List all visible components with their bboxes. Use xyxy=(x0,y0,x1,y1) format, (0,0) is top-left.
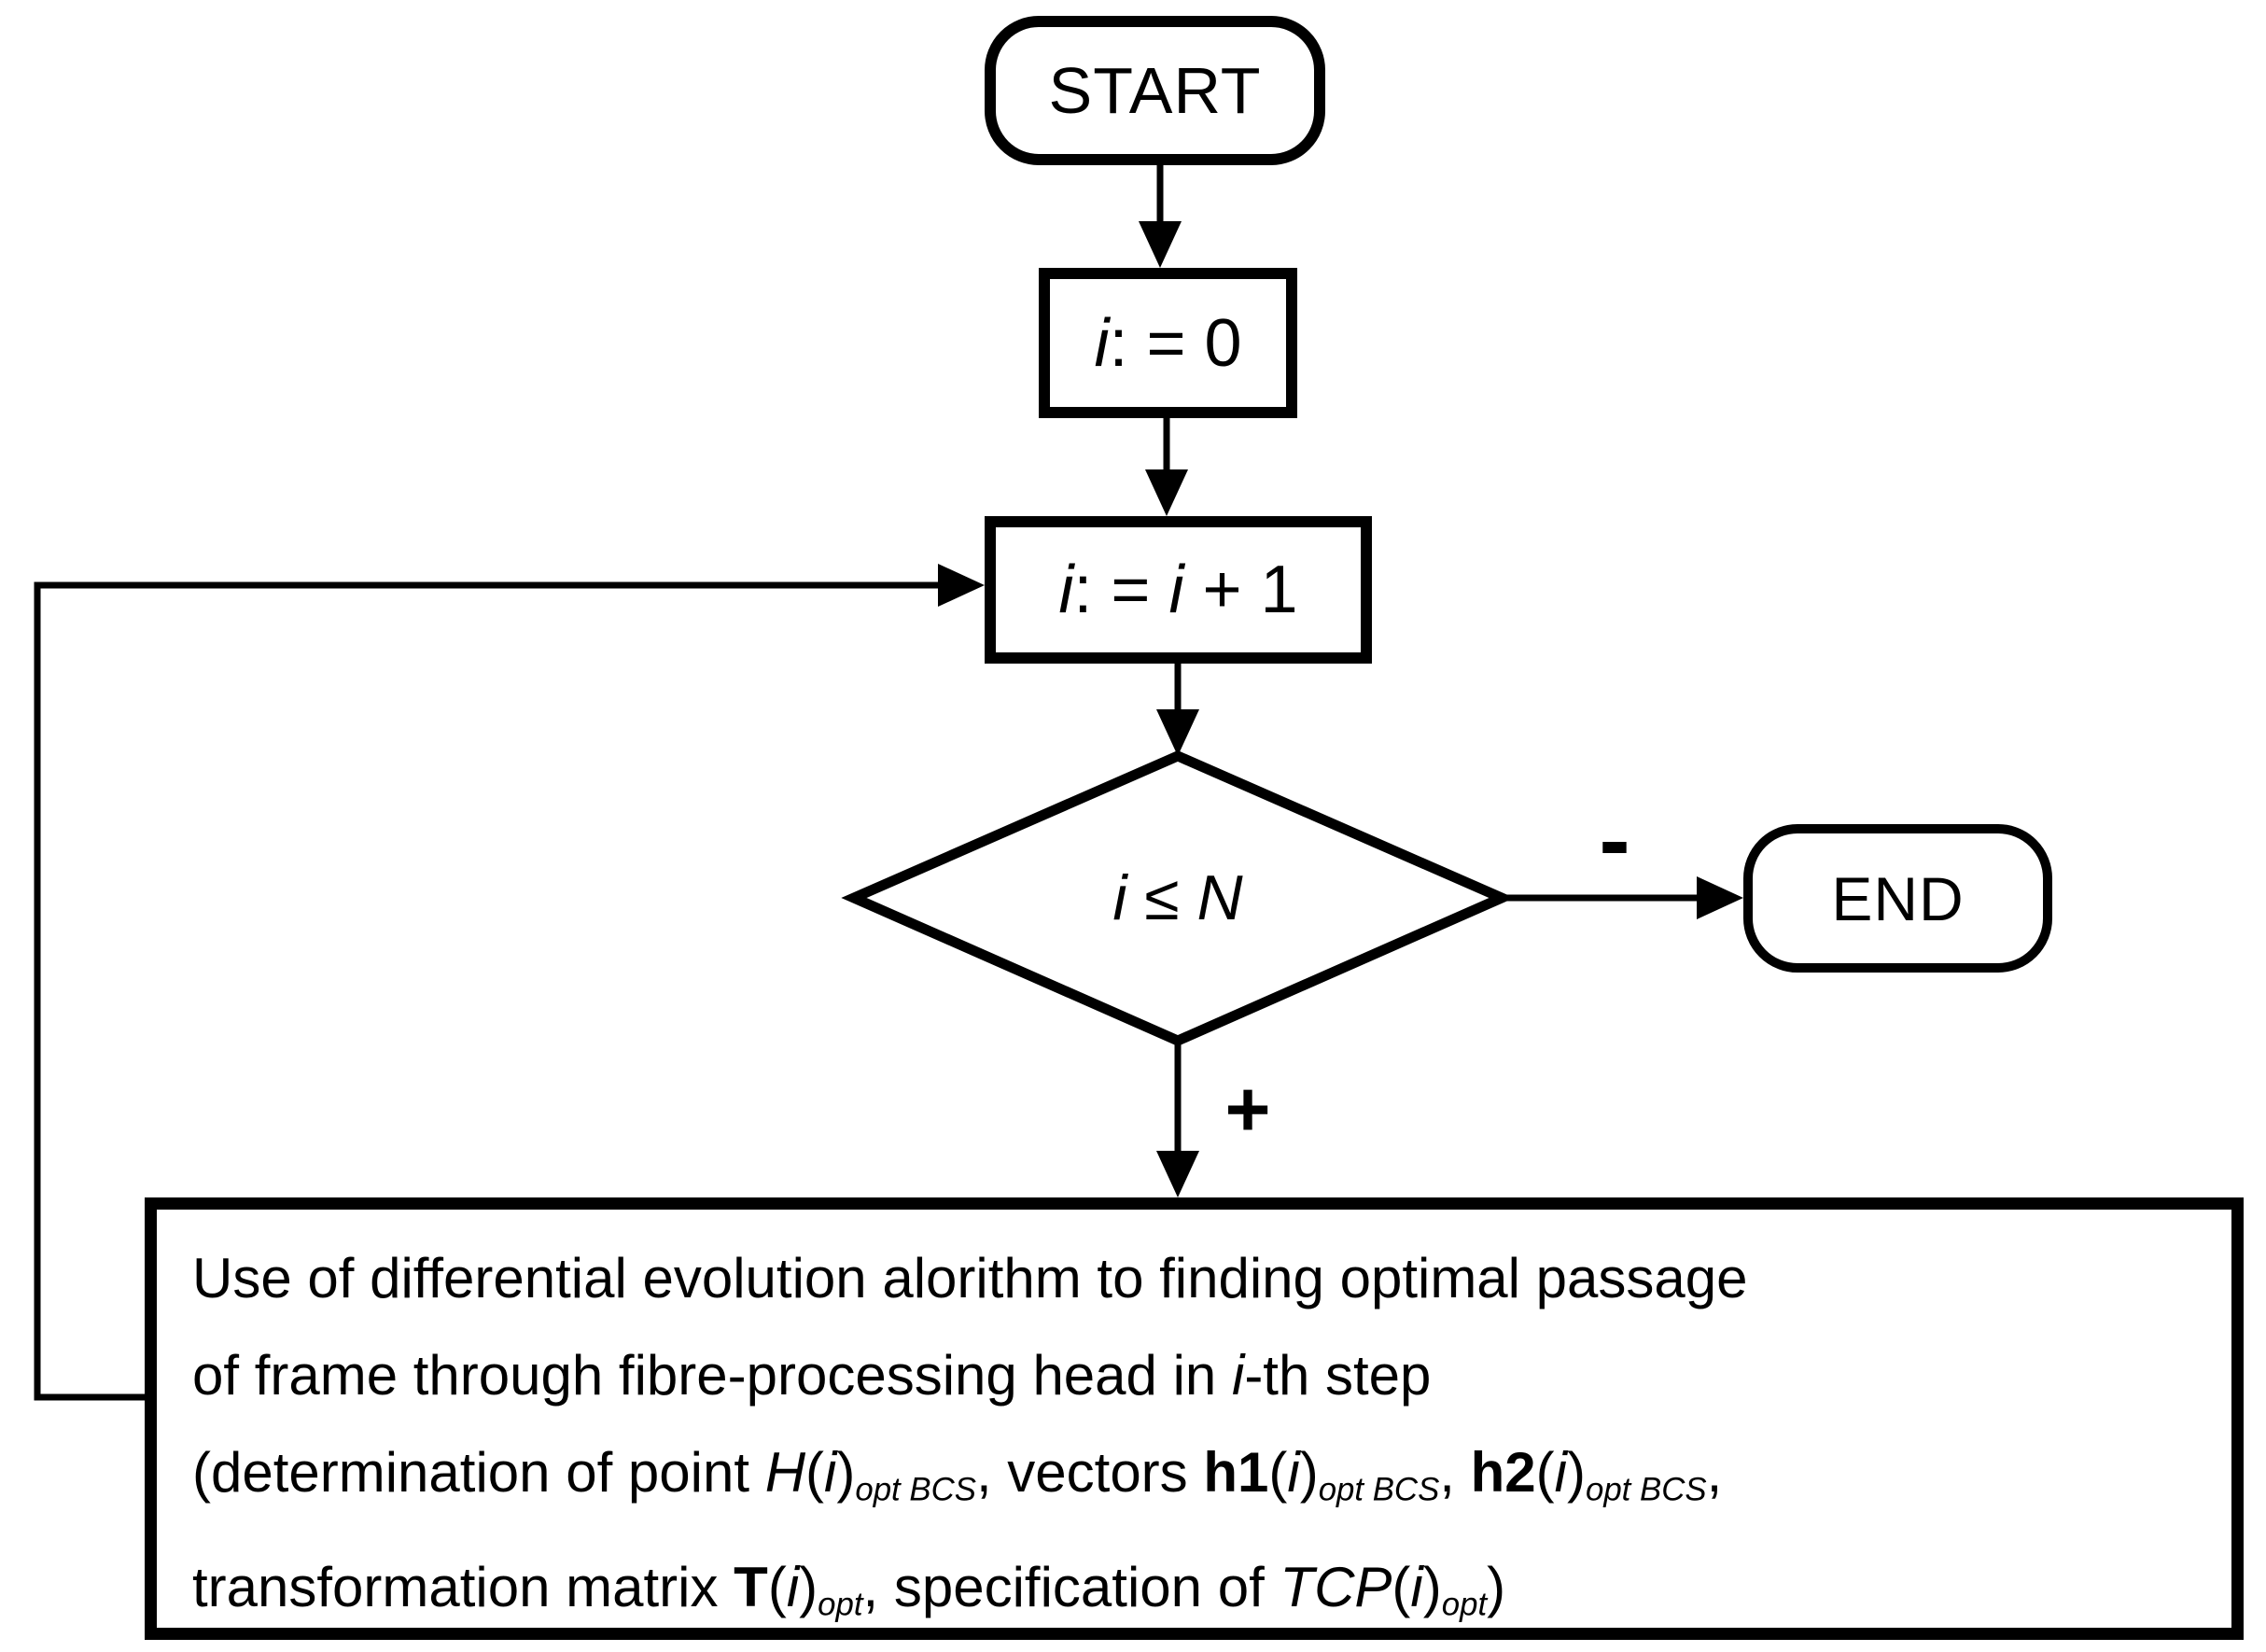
arrow-decision-to-end-head xyxy=(1697,876,1743,919)
text-segment: h1 xyxy=(1203,1441,1269,1504)
text-segment: ) xyxy=(1566,1441,1586,1504)
loop-arrowhead xyxy=(938,564,985,607)
text-segment: opt xyxy=(1441,1586,1488,1623)
decision-negative-branch-label: - xyxy=(1568,788,1661,892)
text-segment: ( xyxy=(805,1441,825,1504)
text-segment: transformation matrix xyxy=(192,1555,734,1618)
text-segment: ) xyxy=(1422,1555,1442,1618)
start-label: START xyxy=(1048,54,1262,127)
text-segment: ( xyxy=(767,1555,787,1618)
text-segment: TCP xyxy=(1280,1555,1392,1618)
start-node: START xyxy=(985,16,1325,165)
text-segment: , specification of xyxy=(862,1555,1280,1618)
decision-label: i ≤ N xyxy=(991,851,1364,945)
loop-line xyxy=(34,581,943,1401)
text-segment: + 1 xyxy=(1183,553,1298,627)
arrow-decision-to-process-head xyxy=(1156,1151,1199,1197)
end-label: END xyxy=(1831,863,1965,933)
text-segment: T xyxy=(734,1555,768,1618)
text-segment: ) xyxy=(799,1555,818,1618)
text-segment: -th step xyxy=(1244,1344,1432,1407)
text-segment: , xyxy=(1706,1441,1723,1504)
minus-label-text: - xyxy=(1599,787,1630,892)
process-line-3: (determination of point H(i)opt BCS, vec… xyxy=(192,1424,2196,1539)
text-segment: (determination of point xyxy=(192,1441,765,1504)
increment-node: i: = i + 1 xyxy=(985,516,1372,664)
arrow-increment-to-decision-head xyxy=(1156,709,1199,756)
process-node: Use of differential evolution alorithm t… xyxy=(145,1197,2244,1640)
text-segment: i xyxy=(1410,1555,1423,1618)
text-segment: ) xyxy=(836,1441,856,1504)
process-line-4: transformation matrix T(i)opt, specifica… xyxy=(192,1539,2196,1652)
text-segment: ( xyxy=(1535,1441,1555,1504)
text-segment: ) xyxy=(1299,1441,1319,1504)
plus-label-text: + xyxy=(1224,1064,1271,1153)
process-line-2: of frame through fibre-processing head i… xyxy=(192,1327,2196,1424)
text-segment: i xyxy=(1231,1344,1245,1407)
text-segment: i xyxy=(1094,305,1110,381)
init-node: i: = 0 xyxy=(1039,268,1297,418)
text-segment: N xyxy=(1196,862,1243,933)
text-segment: ≤ xyxy=(1126,862,1197,933)
text-segment: i xyxy=(1168,553,1184,627)
text-segment: i xyxy=(1287,1441,1300,1504)
init-label: i: = 0 xyxy=(1094,305,1241,382)
decision-positive-branch-label: + xyxy=(1196,1062,1299,1155)
text-segment: : = 0 xyxy=(1109,305,1242,381)
end-node: END xyxy=(1743,824,2052,973)
text-segment: i xyxy=(824,1441,837,1504)
text-segment: i xyxy=(1058,553,1074,627)
text-segment: Use of differential evolution alorithm t… xyxy=(192,1247,1748,1309)
text-segment: , vectors xyxy=(975,1441,1204,1504)
text-segment: opt BCS xyxy=(855,1471,976,1508)
text-segment: ( xyxy=(1268,1441,1288,1504)
text-segment: h2 xyxy=(1470,1441,1536,1504)
text-segment: ( xyxy=(1392,1555,1411,1618)
decision-label-text: i ≤ N xyxy=(1112,861,1242,934)
text-segment: of frame through fibre-processing head i… xyxy=(192,1344,1232,1407)
arrow-start-to-init-head xyxy=(1139,221,1182,268)
text-segment: opt BCS xyxy=(1585,1471,1707,1508)
process-line-1: Use of differential evolution alorithm t… xyxy=(192,1230,2196,1327)
text-segment: : = xyxy=(1073,553,1169,627)
text-segment: opt xyxy=(818,1586,863,1623)
text-segment: i xyxy=(1554,1441,1567,1504)
increment-label: i: = i + 1 xyxy=(1058,552,1297,628)
text-segment: H xyxy=(764,1441,806,1504)
text-segment: ) xyxy=(1487,1555,1506,1618)
text-segment: opt BCS xyxy=(1318,1471,1440,1508)
text-segment: , xyxy=(1439,1441,1471,1504)
arrow-init-to-increment-head xyxy=(1145,469,1188,516)
text-segment: i xyxy=(1112,862,1127,933)
text-segment: i xyxy=(786,1555,800,1618)
